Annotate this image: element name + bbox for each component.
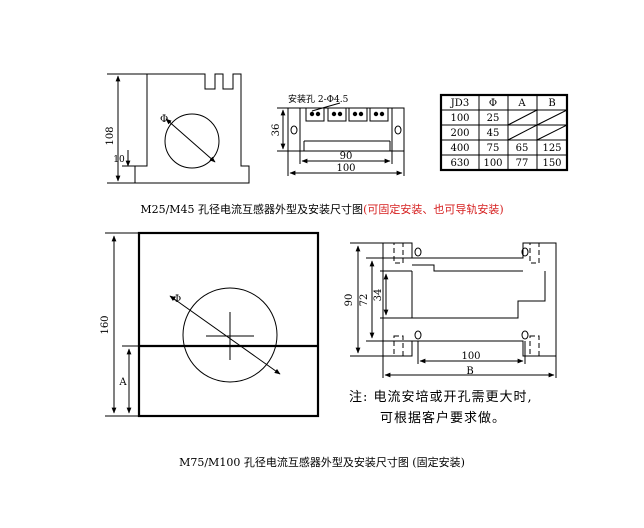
side-inner-width-dim: 90 [340, 151, 353, 162]
table-cell: 25 [487, 113, 500, 124]
table-header-row: JD3 Φ A B [450, 98, 556, 109]
table-cell: 65 [516, 143, 529, 154]
table-cell: 100 [450, 113, 469, 124]
top-caption: M25/M45 孔径电流互感器外型及安装尺寸图(可固定安装、也可导轨安装) [140, 202, 503, 216]
large-side-inner-height-dim: 34 [373, 289, 384, 302]
large-a-dim: A [118, 377, 127, 388]
large-side-outer-height-dim: 90 [344, 294, 355, 307]
mount-hole-left [290, 125, 298, 135]
mount-hole-label: 安装孔 2-Φ4.5 [288, 93, 349, 105]
table-row: 100 25 [450, 113, 499, 124]
small-phi-symbol: Φ [160, 114, 168, 125]
table-row: 400 75 65 125 [450, 143, 561, 154]
table-cell: 100 [483, 158, 502, 169]
mount-hole-right [394, 125, 402, 135]
large-housing-front-view [105, 231, 320, 418]
top-caption-highlight: (可固定安装、也可导轨安装) [363, 202, 504, 216]
table-cell: 400 [450, 143, 469, 154]
small-housing-front-view [107, 73, 250, 184]
small-height-dim: 108 [105, 126, 116, 145]
table-header-cell: JD3 [450, 98, 469, 109]
table-cell: 75 [487, 143, 500, 154]
small-base-dim: 10 [113, 155, 125, 165]
empty-cell-slash [536, 124, 568, 141]
table-row: 630 100 77 150 [450, 158, 561, 169]
large-side-view [350, 242, 557, 378]
note-line-1: 注: 电流安培或开孔需更大时, [349, 389, 533, 405]
large-side-width-dim: 100 [461, 351, 480, 362]
empty-cell-slash [536, 109, 568, 126]
large-side-b-dim: B [466, 366, 473, 377]
table-cell: 630 [450, 158, 469, 169]
large-mount-hole [521, 247, 529, 257]
empty-cell-slash [507, 109, 538, 126]
small-side-view [277, 102, 405, 176]
top-caption-main: M25/M45 孔径电流互感器外型及安装尺寸图 [140, 202, 363, 216]
bottom-caption: M75/M100 孔径电流互感器外型及安装尺寸图 (固定安装) [179, 455, 465, 469]
table-header-cell: A [517, 98, 526, 109]
table-cell: 125 [542, 143, 561, 154]
terminal-screws [309, 111, 385, 117]
large-mount-hole [414, 330, 422, 340]
table-cell: 77 [516, 158, 529, 169]
table-cell: 200 [450, 128, 469, 139]
spec-table [439, 93, 569, 172]
note-line-2: 可根据客户要求做。 [380, 410, 506, 426]
side-height-dim: 36 [271, 124, 282, 137]
table-row: 200 45 [450, 128, 499, 139]
table-cell: 150 [542, 158, 561, 169]
empty-cell-slash [507, 124, 538, 141]
table-header-cell: B [548, 98, 555, 109]
large-phi-symbol: Φ [173, 294, 181, 305]
table-cell: 45 [487, 128, 500, 139]
large-mount-hole [521, 330, 529, 340]
table-header-cell: Φ [489, 98, 497, 109]
large-side-mid-height-dim: 72 [359, 294, 370, 307]
large-height-dim: 160 [100, 315, 111, 334]
side-outer-width-dim: 100 [336, 163, 355, 174]
large-mount-hole [414, 247, 422, 257]
